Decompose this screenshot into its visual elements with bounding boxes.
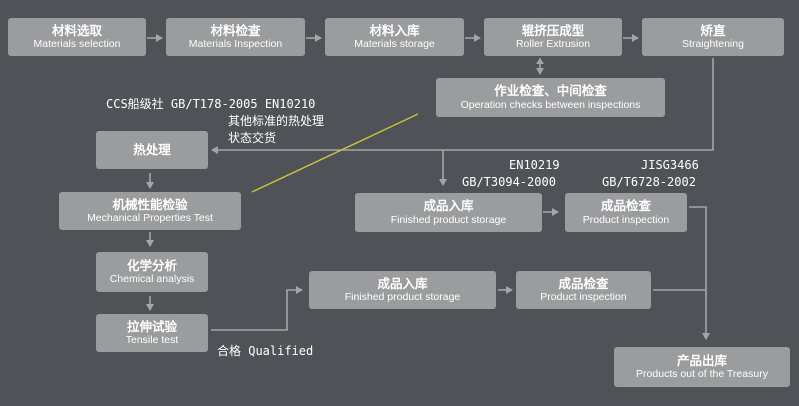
node-chemical-analysis: 化学分析 Chemical analysis xyxy=(96,252,208,292)
node-label-en: Mechanical Properties Test xyxy=(87,212,213,225)
note-storage-std-1: EN10219 xyxy=(509,158,560,172)
node-label-zh: 材料检查 xyxy=(210,22,261,38)
node-label-en: Tensile test xyxy=(125,334,179,347)
node-finished-storage-upper: 成品入库 Finished product storage xyxy=(355,193,542,232)
node-product-inspection-lower: 成品检查 Product inspection xyxy=(516,271,651,309)
node-label-en: Materials selection xyxy=(33,38,121,51)
node-label-en: Operation checks between inspections xyxy=(460,98,641,111)
node-tensile-test: 拉伸试验 Tensile test xyxy=(96,314,208,352)
node-label-zh: 材料入库 xyxy=(369,22,420,38)
node-label-zh: 产品出库 xyxy=(676,352,727,368)
arrow-straightening-to-heat xyxy=(211,58,714,154)
node-finished-storage-lower: 成品入库 Finished product storage xyxy=(309,271,496,309)
note-qualified: 合格 Qualified xyxy=(217,344,314,358)
node-products-out: 产品出库 Products out of the Treasury xyxy=(614,347,790,387)
note-storage-std-2: GB/T3094-2000 xyxy=(462,175,556,189)
arrow-inspection-to-out xyxy=(689,206,710,340)
node-label-en: Finished product storage xyxy=(344,291,461,304)
node-label-en: Products out of the Treasury xyxy=(636,368,768,381)
node-label-zh: 拉伸试验 xyxy=(126,318,177,334)
note-heat-standards: CCS船级社 GB/T178-2005 EN10210 xyxy=(106,97,316,111)
node-label-zh: 成品入库 xyxy=(377,275,428,291)
node-label-zh: 热处理 xyxy=(133,141,171,157)
node-label-zh: 化学分析 xyxy=(126,257,177,273)
arrow-tensile-to-storage-lower xyxy=(211,286,303,331)
note-inspection-std-1: JISG3466 xyxy=(641,158,699,172)
node-label-en: Product inspection xyxy=(582,213,670,226)
node-label-en: Finished product storage xyxy=(390,213,507,226)
node-label-zh: 成品检查 xyxy=(600,198,651,214)
node-mechanical-test: 机械性能检验 Mechanical Properties Test xyxy=(59,192,241,230)
node-heat-treatment: 热处理 xyxy=(96,131,208,169)
note-other-standards-line2: 状态交货 xyxy=(228,131,277,145)
callout-line xyxy=(251,113,419,193)
node-label-zh: 作业检查、中间检查 xyxy=(494,83,607,99)
node-label-en: Chemical analysis xyxy=(109,273,195,286)
node-label-en: Materials storage xyxy=(354,38,435,51)
node-label-zh: 成品检查 xyxy=(558,275,609,291)
node-label-zh: 矫直 xyxy=(700,22,726,38)
node-label-en: Roller Extrusion xyxy=(515,38,591,51)
node-straightening: 矫直 Straightening xyxy=(642,18,784,56)
node-label-en: Straightening xyxy=(682,38,744,51)
note-other-standards-line1: 其他标准的热处理 xyxy=(228,114,325,128)
node-materials-storage: 材料入库 Materials storage xyxy=(325,18,464,56)
node-label-en: Product inspection xyxy=(540,291,627,304)
arrow-up-head xyxy=(536,58,544,64)
node-label-zh: 机械性能检验 xyxy=(112,196,188,212)
node-roller-extrusion: 辊挤压成型 Roller Extrusion xyxy=(484,18,622,56)
node-product-inspection-upper: 成品检查 Product inspection xyxy=(565,193,687,232)
node-materials-selection: 材料选取 Materials selection xyxy=(8,18,146,56)
node-label-zh: 成品入库 xyxy=(423,198,474,214)
node-materials-inspection: 材料检查 Materials Inspection xyxy=(166,18,305,56)
node-operation-checks: 作业检查、中间检查 Operation checks between inspe… xyxy=(436,78,665,117)
note-inspection-std-2: GB/T6728-2002 xyxy=(602,175,696,189)
node-label-zh: 材料选取 xyxy=(51,22,102,38)
node-label-zh: 辊挤压成型 xyxy=(521,22,585,38)
node-label-en: Materials Inspection xyxy=(188,38,283,51)
